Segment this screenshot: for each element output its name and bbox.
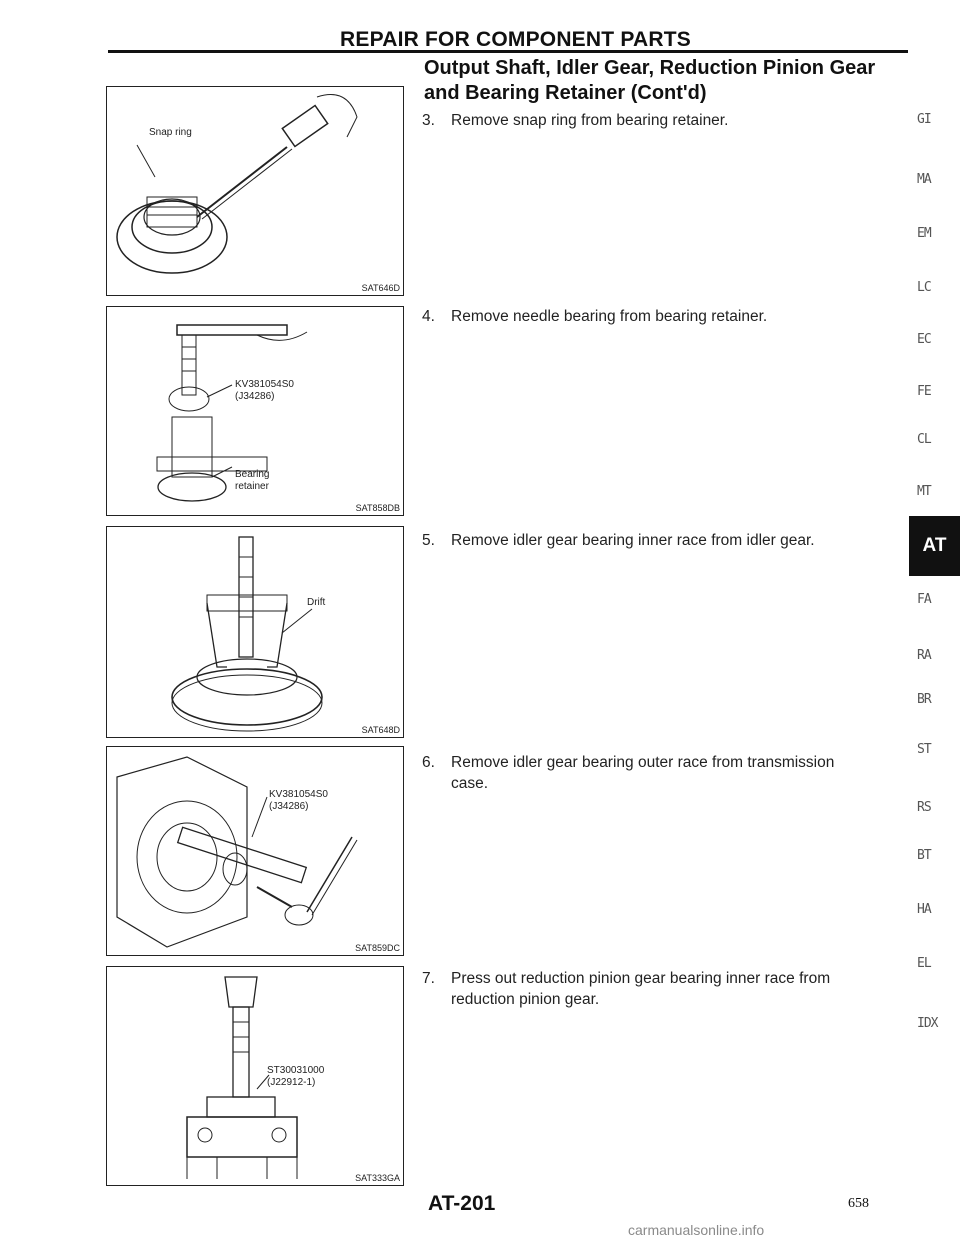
- callout-tool-number: KV381054S0: [235, 379, 294, 390]
- figure-reduction-pinion-press: ST30031000 (J22912-1) SAT333GA: [106, 966, 404, 1186]
- page-header: REPAIR FOR COMPONENT PARTS: [340, 28, 691, 51]
- step-6-continuation: case.: [451, 775, 489, 792]
- callout-tool-number: KV381054S0: [269, 789, 328, 800]
- side-index-at-tab[interactable]: AT: [909, 516, 960, 576]
- figure-code: SAT648D: [361, 725, 400, 735]
- side-index-em[interactable]: EM: [917, 226, 932, 241]
- side-index-ma[interactable]: MA: [917, 172, 932, 187]
- page-number: 658: [848, 1196, 869, 1211]
- callout-drift: Drift: [307, 597, 326, 608]
- step-text: Remove idler gear bearing outer race fro…: [451, 754, 835, 771]
- step-6: 6. Remove idler gear bearing outer race f…: [422, 752, 834, 773]
- step-number: 3.: [422, 112, 435, 129]
- step-number: 6.: [422, 754, 435, 771]
- step-5: 5. Remove idler gear bearing inner race f…: [422, 530, 815, 551]
- step-7: 7. Press out reduction pinion gear bearin…: [422, 968, 830, 989]
- callout-tool-alt-number: (J22912-1): [267, 1077, 316, 1088]
- section-title: Output Shaft, Idler Gear, Reduction Pini…: [424, 57, 876, 104]
- side-index-lc[interactable]: LC: [917, 280, 932, 295]
- step-7-continuation: reduction pinion gear.: [451, 991, 600, 1008]
- callout-tool-alt-number: (J34286): [235, 391, 275, 402]
- step-3: 3. Remove snap ring from bearing retainer…: [422, 110, 728, 131]
- press-illustration: [186, 976, 298, 1179]
- figure-code: SAT646D: [361, 283, 400, 293]
- figure-code: SAT858DB: [355, 503, 400, 513]
- step-text: Remove needle bearing from bearing retai…: [451, 308, 768, 325]
- callout-bearing: Bearing: [235, 469, 270, 480]
- step-number: 5.: [422, 532, 435, 549]
- side-index-el[interactable]: EL: [917, 956, 932, 971]
- step-text: Remove idler gear bearing inner race fro…: [451, 532, 815, 549]
- page-label: AT-201: [428, 1192, 496, 1215]
- figure-snap-ring-removal: Snap ring SAT646D: [106, 86, 404, 296]
- callout-tool-number: ST30031000: [267, 1065, 325, 1076]
- side-index-br[interactable]: BR: [917, 692, 932, 707]
- inner-race-illustration: [171, 536, 323, 732]
- watermark: carmanualsonline.info: [628, 1222, 765, 1238]
- step-number: 7.: [422, 970, 435, 987]
- step-4: 4. Remove needle bearing from bearing ret…: [422, 306, 767, 327]
- callout-snap-ring: Snap ring: [149, 127, 192, 138]
- figure-inner-race-removal: Drift SAT648D: [106, 526, 404, 738]
- side-index-bt[interactable]: BT: [917, 848, 932, 863]
- side-index-gi[interactable]: GI: [917, 112, 932, 127]
- side-index-mt[interactable]: MT: [917, 484, 932, 499]
- step-text: Press out reduction pinion gear bearing …: [451, 970, 831, 987]
- step-number: 4.: [422, 308, 435, 325]
- figure-outer-race-removal: KV381054S0 (J34286) SAT859DC: [106, 746, 404, 956]
- step-text: Remove snap ring from bearing retainer.: [451, 112, 729, 129]
- side-index-idx[interactable]: IDX: [917, 1016, 939, 1031]
- side-index-fa[interactable]: FA: [917, 592, 932, 607]
- figure-needle-bearing-removal: KV381054S0 (J34286) Bearing retainer SAT…: [106, 306, 404, 516]
- side-index-ha[interactable]: HA: [917, 902, 932, 917]
- header-rule: [108, 50, 908, 53]
- callout-retainer: retainer: [235, 481, 269, 492]
- side-index-ra[interactable]: RA: [917, 648, 932, 663]
- side-index-rs[interactable]: RS: [917, 800, 932, 815]
- needle-bearing-illustration: [156, 324, 308, 502]
- side-index-fe[interactable]: FE: [917, 384, 932, 399]
- figure-code: SAT859DC: [355, 943, 400, 953]
- snap-ring-illustration: [116, 94, 358, 274]
- callout-tool-alt-number: (J34286): [269, 801, 309, 812]
- side-index-ec[interactable]: EC: [917, 332, 932, 347]
- figure-code: SAT333GA: [355, 1173, 400, 1183]
- side-index-cl[interactable]: CL: [917, 432, 932, 447]
- side-index-st[interactable]: ST: [917, 742, 932, 757]
- outer-race-illustration: [116, 756, 358, 948]
